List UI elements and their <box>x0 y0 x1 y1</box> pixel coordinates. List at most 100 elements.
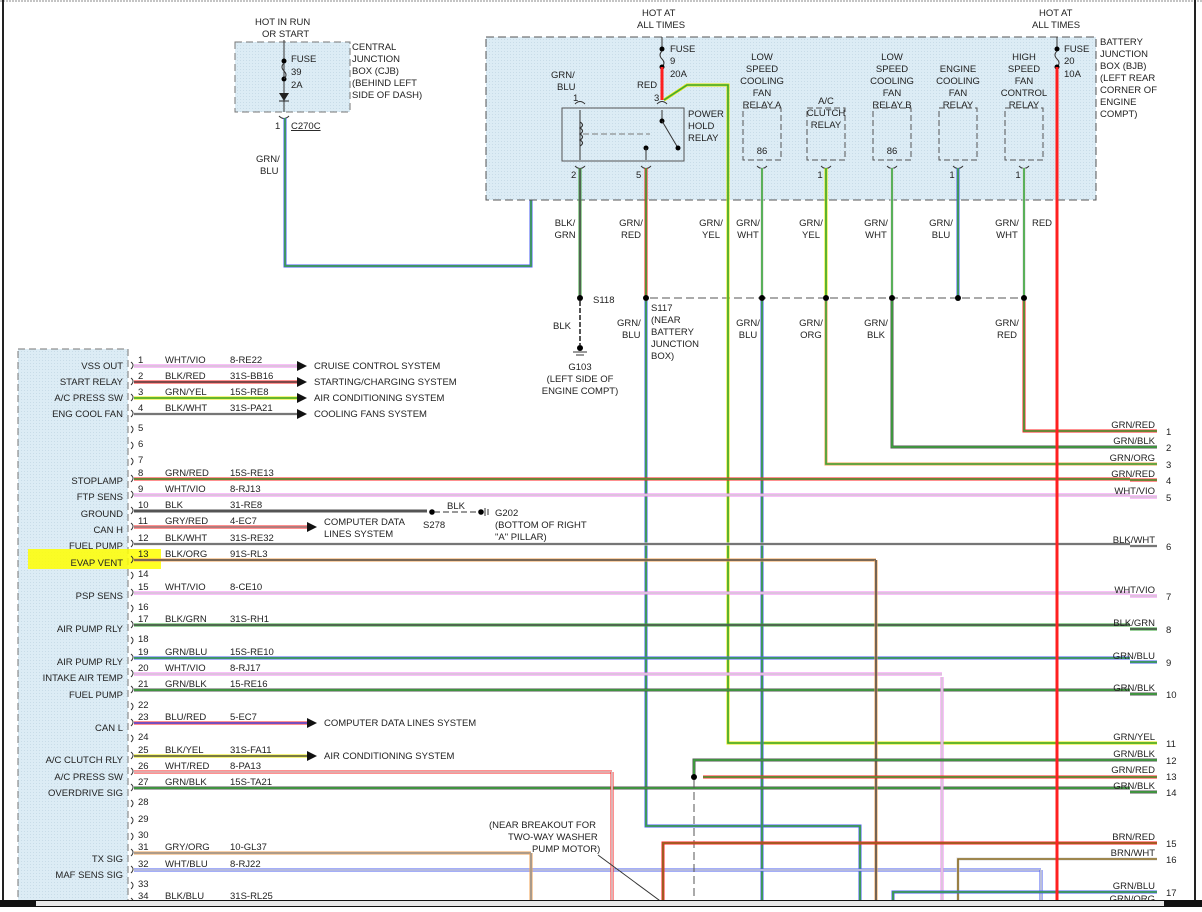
pin-number: 29 <box>138 814 149 825</box>
relay-box <box>938 107 978 161</box>
wire-color-label: WHT/BLU <box>165 859 208 870</box>
pin-number: 28 <box>138 797 149 808</box>
pin-number: 18 <box>138 634 149 645</box>
diode-icon <box>279 93 289 101</box>
s117-label: JUNCTION <box>651 339 699 350</box>
right-pin-number: 12 <box>1166 756 1177 767</box>
destination-label: AIR CONDITIONING SYSTEM <box>314 393 444 404</box>
right-connector-pin-17: GRN/BLU 17 <box>1113 881 1177 899</box>
connector-icon <box>574 101 586 105</box>
horizontal-scrollbar[interactable] <box>0 900 1202 907</box>
arrow-icon <box>307 751 317 761</box>
pin-connector-icon <box>130 393 134 402</box>
pin-connector-icon <box>130 718 134 727</box>
relay-box <box>742 107 782 161</box>
pin-connector-icon <box>130 604 134 613</box>
right-wire-color: GRN/ORG <box>1110 894 1155 905</box>
right-pin-number: 16 <box>1166 855 1177 866</box>
fuse39-rating: 2A <box>291 80 303 91</box>
pin-number: 26 <box>138 761 149 772</box>
relay-coil-icon <box>578 121 584 147</box>
pin-connector-icon <box>130 767 134 776</box>
pin-connector-icon <box>130 361 134 370</box>
circuit-number: 15S-TA21 <box>230 777 272 788</box>
pin-number: 34 <box>138 891 149 902</box>
wire-color-label: BLK/ORG <box>165 549 207 560</box>
relay-label: COOLING <box>936 76 980 87</box>
splice-point <box>691 774 697 780</box>
lower-wire-label: RED <box>997 330 1017 341</box>
pin-function-label: AIR PUMP RLY <box>57 624 124 635</box>
relay-pin: 3 <box>654 93 659 104</box>
relay-pin: 1 <box>949 170 954 181</box>
pin-number: 8 <box>138 468 143 479</box>
destination-label: LINES SYSTEM <box>324 529 393 540</box>
upper-wire-label: BLU <box>932 230 951 241</box>
wire-grn-blu-s117 <box>644 301 862 907</box>
wire-color-label: BLK/GRN <box>165 614 207 625</box>
right-pin-number: 10 <box>1166 690 1177 701</box>
bjb-power-label: HOT AT <box>1039 8 1073 19</box>
pin-number: 16 <box>138 602 149 613</box>
right-pin-number: 5 <box>1166 493 1171 504</box>
wire-relay-down <box>1022 301 1130 433</box>
pin-connector-icon <box>130 816 134 825</box>
battery-junction-box: HOT AT ALL TIMES HOT AT ALL TIMES BATTER… <box>485 8 1157 201</box>
relay-label: RELAY <box>943 100 974 111</box>
scrollbar-thumb[interactable] <box>36 901 1164 906</box>
wire-color-label: BLK <box>165 500 184 511</box>
circuit-number: 31-RE8 <box>230 500 262 511</box>
circuit-number: 8-RE22 <box>230 355 262 366</box>
upper-wire-label: WHT <box>737 230 759 241</box>
right-pin-number: 17 <box>1166 888 1177 899</box>
pin-number: 20 <box>138 663 149 674</box>
upper-wire-label: GRN/ <box>995 218 1019 229</box>
pcm-pin-30: 30 <box>130 830 149 841</box>
ground-wire-label: BLK <box>553 321 572 332</box>
pin-function-label: START RELAY <box>60 377 124 388</box>
right-pin-number: 11 <box>1166 739 1176 750</box>
pin-number: 15 <box>138 582 149 593</box>
relay-label: FAN <box>949 88 968 99</box>
cjb-pin: 1 <box>275 121 280 132</box>
pin-number: 2 <box>138 371 143 382</box>
power-hold-relay: GRN/ BLU RED 1 2 3 5 POWER HOLD RELAY <box>551 70 724 181</box>
central-junction-box: HOT IN RUN OR START FUSE 39 2A CENTRAL J… <box>234 17 422 177</box>
destination-label: CRUISE CONTROL SYSTEM <box>314 361 440 372</box>
pin-number: 6 <box>138 439 143 450</box>
wire-color-label: BLK/RED <box>165 371 206 382</box>
pin-function-label: TX SIG <box>92 854 123 865</box>
pin-function-label: EVAP VENT <box>71 558 124 569</box>
cjb-connector-label[interactable]: C270C <box>291 121 321 132</box>
relay-label: FAN <box>1015 76 1034 87</box>
fuse-terminal <box>1054 46 1060 52</box>
right-wire-color: WHT/VIO <box>1114 585 1155 596</box>
pin-number: 33 <box>138 879 149 890</box>
pin-connector-icon <box>130 669 134 678</box>
pin-function-label: VSS OUT <box>81 361 123 372</box>
pin-number: 1 <box>138 355 143 366</box>
s117-label: BATTERY <box>651 327 695 338</box>
right-wire-color: GRN/BLK <box>1113 683 1155 694</box>
right-wire-color: GRN/RED <box>1111 469 1155 480</box>
circuit-number: 15-RE16 <box>230 679 268 690</box>
right-connector: GRN/RED1GRN/BLK2GRN/ORG3GRN/RED4WHT/VIO5… <box>661 420 1177 912</box>
right-wire-color: GRN/BLU <box>1113 881 1155 892</box>
relay-label: CLUTCH <box>807 108 846 119</box>
fuse20-number: 20 <box>1064 56 1075 67</box>
pin-function-label: GROUND <box>81 509 123 520</box>
wire-color-label: WHT/VIO <box>165 663 206 674</box>
wire-grn-blu-s117-stripe <box>645 301 861 907</box>
pcm-pin-24: 24 <box>130 732 149 743</box>
pin-connector-icon <box>130 799 134 808</box>
pin-connector-icon <box>130 734 134 743</box>
pin-function-label: FTP SENS <box>77 492 123 503</box>
pin-function-label: A/C PRESS SW <box>54 393 123 404</box>
upper-wire-label: GRN <box>554 230 575 241</box>
